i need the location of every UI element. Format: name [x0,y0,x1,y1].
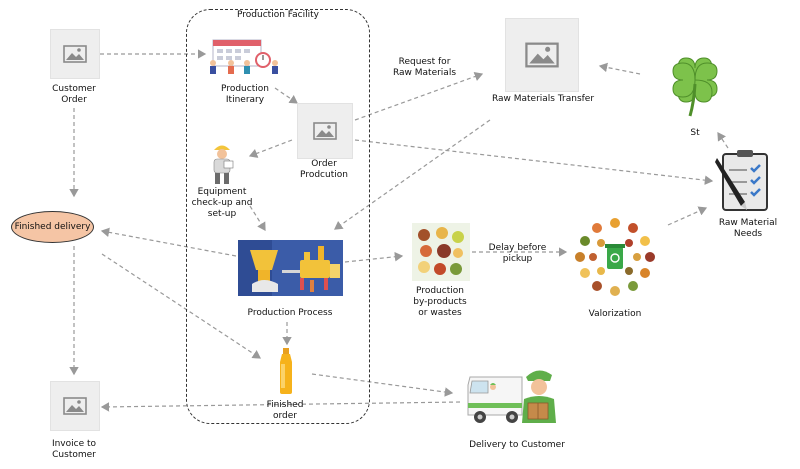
equipment-setup-label: Equipment check-up and set-up [191,187,253,219]
customer-order-node [50,29,100,79]
edge-equipment-to-process [249,205,266,232]
edge-process-to-byproducts [344,251,404,263]
edge-valorization-to-needs [667,206,708,226]
request-raw-materials-label: Request for Raw Materials [392,57,457,78]
valorization-label: Valorization [588,309,642,319]
invoice-node [50,381,100,431]
production-itinerary-label: Production Itinerary [221,84,269,105]
calendar-team-icon [210,39,278,74]
image-placeholder-icon [63,45,87,63]
edge-finished-order-to-van [311,373,454,397]
raw-materials-transfer-node [505,18,579,92]
factory-machine-icon [238,240,343,296]
clover-icon [672,57,718,117]
edge-order-production-to-equipment [248,139,293,158]
raw-material-needs-label: Raw Material Needs [718,218,778,239]
byproducts-label: Production by-products or wastes [413,286,467,318]
delivery-to-customer-label: Delivery to Customer [469,440,565,450]
image-placeholder-icon [525,42,559,68]
production-process-label: Production Process [247,308,333,318]
juice-bottle-icon [280,348,292,394]
edge-van-to-invoice [100,401,461,412]
clover-label: St [690,128,700,138]
edge-needs-to-clover [717,132,729,149]
finished-delivery-node: Finished delivery [11,211,94,243]
worker-icon [213,145,234,184]
invoice-label: Invoice to Customer [51,439,97,460]
delay-before-pickup-label: Delay before pickup [488,243,547,264]
edge-clover-to-transfer [598,62,641,75]
production-facility-title: Production Facility [237,10,319,20]
image-placeholder-icon [313,122,337,140]
production-facility-container [186,9,370,424]
order-production-node [297,103,353,159]
edge-itinerary-to-order-production [274,87,298,104]
edge-request-raw-materials [354,71,484,121]
valorization-circle-icon [575,218,655,296]
edge-order-production-to-needs [354,139,714,185]
food-waste-icon [412,223,470,281]
edge-process-to-finished-delivery [100,227,237,257]
raw-materials-transfer-label: Raw Materials Transfer [491,94,595,104]
edge-transfer-to-process [334,119,491,230]
delivery-van-icon [467,370,556,423]
order-production-label: Order Prodcution [300,159,348,180]
checklist-icon [715,150,768,211]
image-placeholder-icon [63,397,87,415]
customer-order-label: Customer Order [52,84,96,105]
edge-finished-delivery-to-finished-order [101,253,262,359]
finished-order-label: Finished order [266,400,304,421]
